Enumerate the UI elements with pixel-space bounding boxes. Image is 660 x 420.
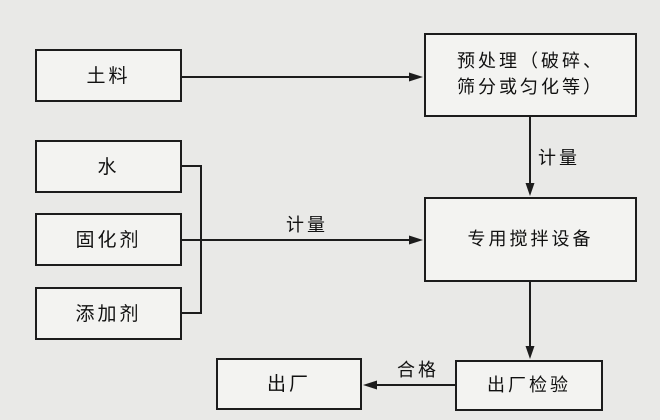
edge-label-qualified: 合格 — [397, 360, 439, 381]
edge-inspection-to-shipment — [363, 380, 455, 390]
node-additive: 添加剂 — [35, 287, 182, 340]
node-soil-material: 土料 — [35, 49, 182, 102]
node-mixing-equipment: 专用搅拌设备 — [424, 197, 637, 282]
node-curing-agent-label: 固化剂 — [75, 228, 142, 251]
node-shipment-label: 出厂 — [266, 373, 311, 395]
edge-mixer-to-inspection — [525, 282, 535, 359]
node-water: 水 — [35, 140, 182, 193]
node-pretreatment-label: 预处理（破碎、 筛分或匀化等） — [457, 49, 604, 101]
node-curing-agent: 固化剂 — [35, 213, 182, 266]
node-soil-material-label: 土料 — [86, 64, 131, 87]
edge-pretreatment-to-mixer — [525, 117, 535, 196]
edge-label-metering-horizontal: 计量 — [286, 215, 328, 236]
node-pretreatment-label-line2: 筛分或匀化等） — [457, 77, 604, 98]
node-pretreatment: 预处理（破碎、 筛分或匀化等） — [424, 33, 637, 117]
node-factory-inspection-label: 出厂检验 — [487, 374, 571, 396]
edge-curing-to-mixer — [182, 235, 423, 245]
node-factory-inspection: 出厂检验 — [455, 360, 603, 411]
node-mixing-equipment-label: 专用搅拌设备 — [467, 228, 594, 250]
edge-label-metering-vertical: 计量 — [538, 148, 580, 169]
edge-soil-to-pretreatment — [182, 72, 423, 82]
node-water-label: 水 — [97, 155, 120, 178]
node-pretreatment-label-line1: 预处理（破碎、 — [457, 51, 604, 72]
node-shipment: 出厂 — [216, 358, 362, 410]
node-additive-label: 添加剂 — [75, 302, 142, 325]
